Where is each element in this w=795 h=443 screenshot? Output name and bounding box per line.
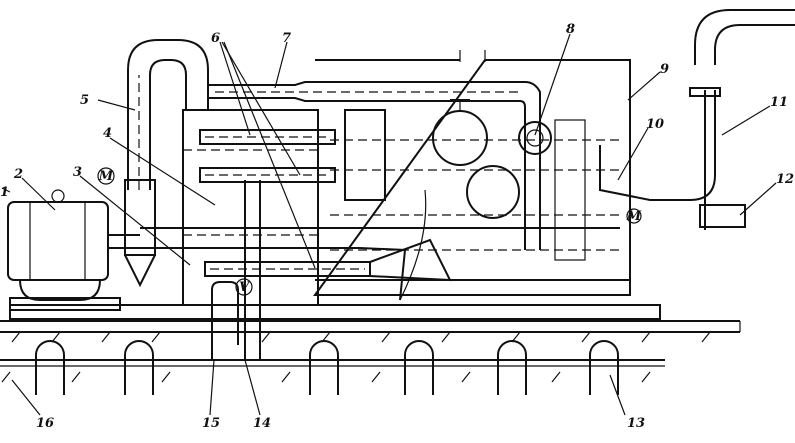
vacuum-symbol: V xyxy=(239,280,251,295)
callout-5: 5 xyxy=(80,93,89,108)
callout-14: 14 xyxy=(253,416,271,431)
pipe-7 xyxy=(208,81,541,250)
riser-pipes: V xyxy=(211,180,261,360)
outlet-pipe: M xyxy=(599,9,795,230)
callout-3: 3 xyxy=(73,165,82,180)
callout-11: 11 xyxy=(770,95,788,110)
callout-13: 13 xyxy=(627,416,645,431)
leader-lines xyxy=(1,33,777,416)
separator-vessel xyxy=(313,50,631,296)
callout-labels: 1 2 3 4 5 6 7 8 9 10 11 12 13 14 15 16 xyxy=(0,22,794,431)
platform-skid xyxy=(9,304,661,320)
callout-10: 10 xyxy=(646,117,664,132)
callout-9: 9 xyxy=(660,62,669,77)
callout-2: 2 xyxy=(13,167,23,182)
callout-12: 12 xyxy=(776,172,794,187)
callout-4: 4 xyxy=(103,126,112,141)
pump-body: M xyxy=(97,167,156,288)
callout-6: 6 xyxy=(211,31,220,46)
nozzle-pipes xyxy=(199,129,452,282)
callout-7: 7 xyxy=(282,31,291,46)
callout-8: 8 xyxy=(566,22,575,37)
callout-1: 1 xyxy=(0,185,9,200)
vertical-pipe-loop xyxy=(127,39,209,190)
ground-base xyxy=(0,320,741,383)
callout-15: 15 xyxy=(202,416,220,431)
horizontal-main-pipe xyxy=(140,189,620,301)
outlet-manometer-symbol: M xyxy=(626,209,642,224)
wellpoint-pipes xyxy=(35,340,619,395)
impellers xyxy=(432,99,552,219)
manometer-symbol: M xyxy=(98,169,114,184)
main-tank xyxy=(182,109,319,306)
callout-16: 16 xyxy=(36,416,54,431)
